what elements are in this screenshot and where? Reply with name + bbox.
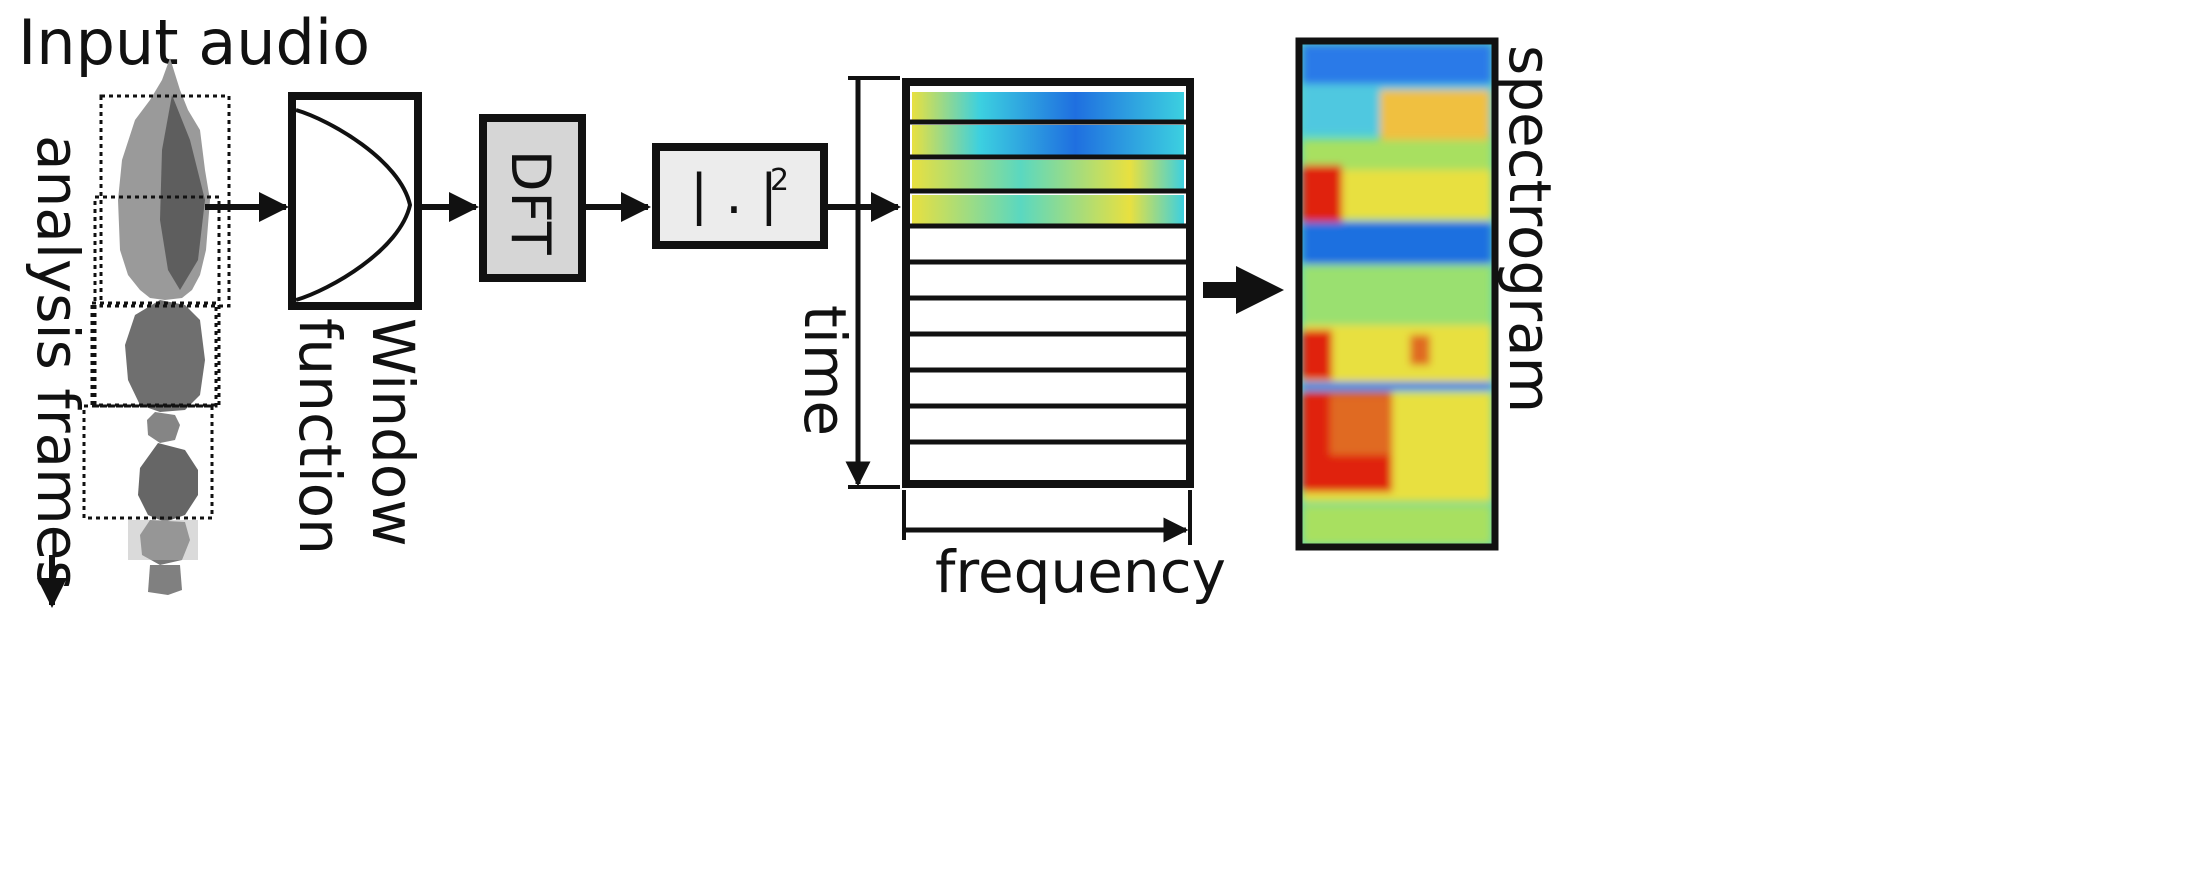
frame-dividers [906,119,1190,445]
time-axis [845,76,900,489]
magnitude-label: | . | [690,163,778,226]
magnitude-exponent: 2 [770,163,789,198]
analysis-frame-1 [99,94,231,308]
window-function-box [288,92,422,310]
frequency-label: frequency [935,538,1226,606]
analysis-frame-boxes [82,94,231,520]
spectral-row-2 [912,125,1184,156]
spectral-row-3 [912,160,1184,190]
spectral-row-1 [912,92,1184,122]
stft-frame-grid [902,78,1194,488]
window-label: Window [359,318,427,547]
arrow-to-spectrogram [1203,266,1284,314]
input-audio-label: Input audio [18,6,370,79]
time-label: time [791,305,859,436]
spectrogram-label: spectrogram [1496,45,1564,413]
analysis-frame-4 [82,404,214,520]
dft-box [479,114,586,282]
spectrogram-image [1295,37,1499,551]
analysis-frame-3 [90,301,218,408]
analysis-frames-label: analysis frames [24,135,92,590]
dft-label: DFT [499,150,562,256]
frequency-axis [902,490,1192,545]
spectral-row-4 [912,195,1184,225]
magnitude-squared-box [652,143,828,249]
window-curve [295,108,413,302]
audio-waveform [118,58,210,595]
function-label: function [286,318,354,555]
